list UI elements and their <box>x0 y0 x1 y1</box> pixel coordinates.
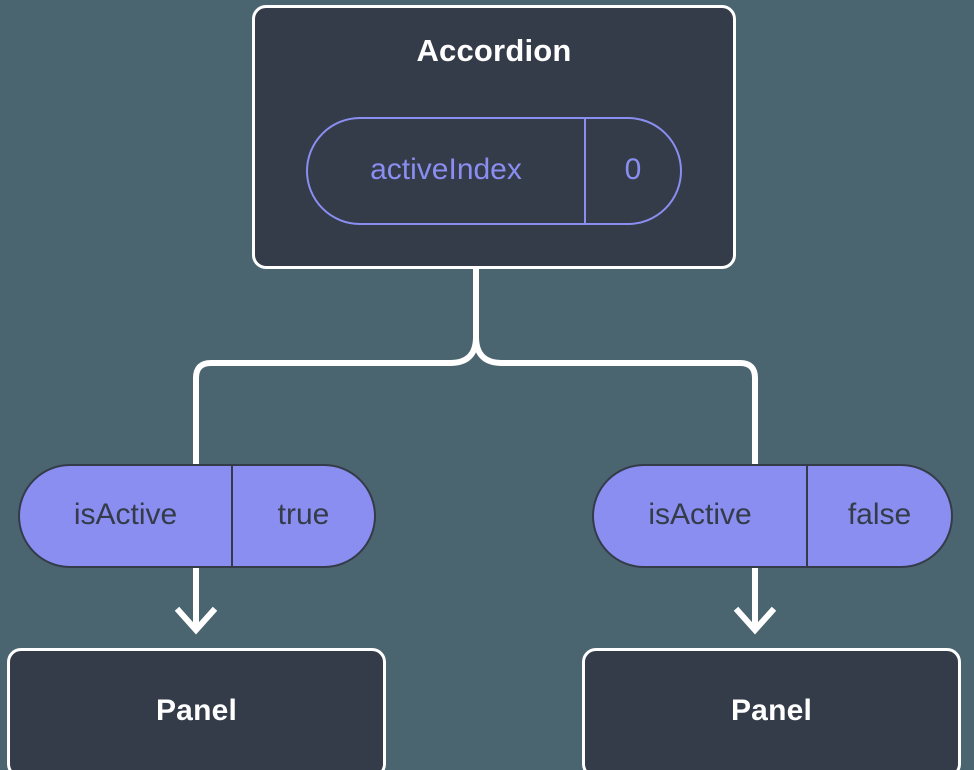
prop-pill-is-active-false-value: false <box>847 497 912 531</box>
prop-pill-is-active-true-label: isActive <box>20 466 233 566</box>
node-panel-left[interactable]: Panel <box>7 648 386 770</box>
node-panel-right-title: Panel <box>730 694 813 727</box>
node-panel-right[interactable]: Panel <box>582 648 961 770</box>
state-pill-active-index-label: activeIndex <box>308 119 586 223</box>
prop-pill-is-active-false-label: isActive <box>594 466 808 566</box>
edge-root-to-left-child <box>193 334 479 467</box>
arrowhead-left-icon <box>174 606 218 635</box>
arrowhead-right-icon <box>733 606 777 635</box>
node-panel-left-title: Panel <box>155 694 238 727</box>
prop-pill-is-active-true-value: true <box>277 497 330 531</box>
edge-root-to-children <box>473 265 758 467</box>
node-accordion-title: Accordion <box>416 33 572 68</box>
prop-pill-is-active-false[interactable]: isActive false <box>592 464 953 568</box>
prop-pill-is-active-true[interactable]: isActive true <box>18 464 376 568</box>
state-pill-active-index-value: 0 <box>624 153 642 186</box>
state-pill-active-index[interactable]: activeIndex 0 <box>306 117 682 225</box>
